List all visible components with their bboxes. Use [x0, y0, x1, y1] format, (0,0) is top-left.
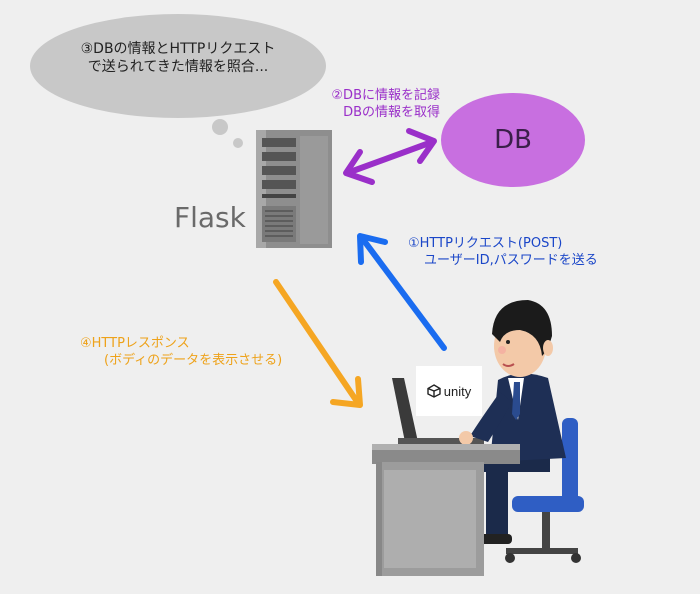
- server-icon: [256, 130, 332, 248]
- database-label: DB: [494, 125, 532, 155]
- thought-bubble: [30, 14, 326, 148]
- request-line-2: ユーザーID,パスワードを送る: [424, 252, 598, 268]
- database-ellipse: [441, 93, 585, 187]
- db-arrow: [343, 128, 437, 185]
- request-line-1: ①HTTPリクエスト(POST): [408, 236, 563, 251]
- response-arrow: [273, 279, 363, 408]
- laptop-icon: [392, 378, 484, 446]
- unity-logo-card: unity: [416, 366, 482, 416]
- request-arrow: [357, 233, 447, 351]
- response-line-2: (ボディのデータを表示させる): [104, 352, 283, 368]
- response-arrow-label: ④HTTPレスポンス (ボディのデータを表示させる): [80, 336, 282, 370]
- server-label: Flask: [174, 201, 246, 234]
- db-arrow-label: ②DBに情報を記録 DBの情報を取得: [318, 88, 440, 122]
- desk-icon: [372, 444, 520, 576]
- unity-label: unity: [443, 383, 472, 399]
- person-illustration: [459, 300, 584, 563]
- request-arrow-label: ①HTTPリクエスト(POST) ユーザーID,パスワードを送る: [408, 236, 598, 270]
- unity-icon: [427, 384, 441, 398]
- db-arrow-line-1: ②DBに情報を記録: [331, 88, 440, 103]
- thought-line-1: ③DBの情報とHTTPリクエスト: [80, 41, 276, 57]
- response-line-1: ④HTTPレスポンス: [80, 336, 190, 351]
- thought-line-2: で送られてきた情報を照合...: [87, 59, 269, 76]
- thought-bubble-text: ③DBの情報とHTTPリクエスト で送られてきた情報を照合...: [58, 40, 298, 76]
- db-arrow-line-2: DBの情報を取得: [343, 104, 440, 120]
